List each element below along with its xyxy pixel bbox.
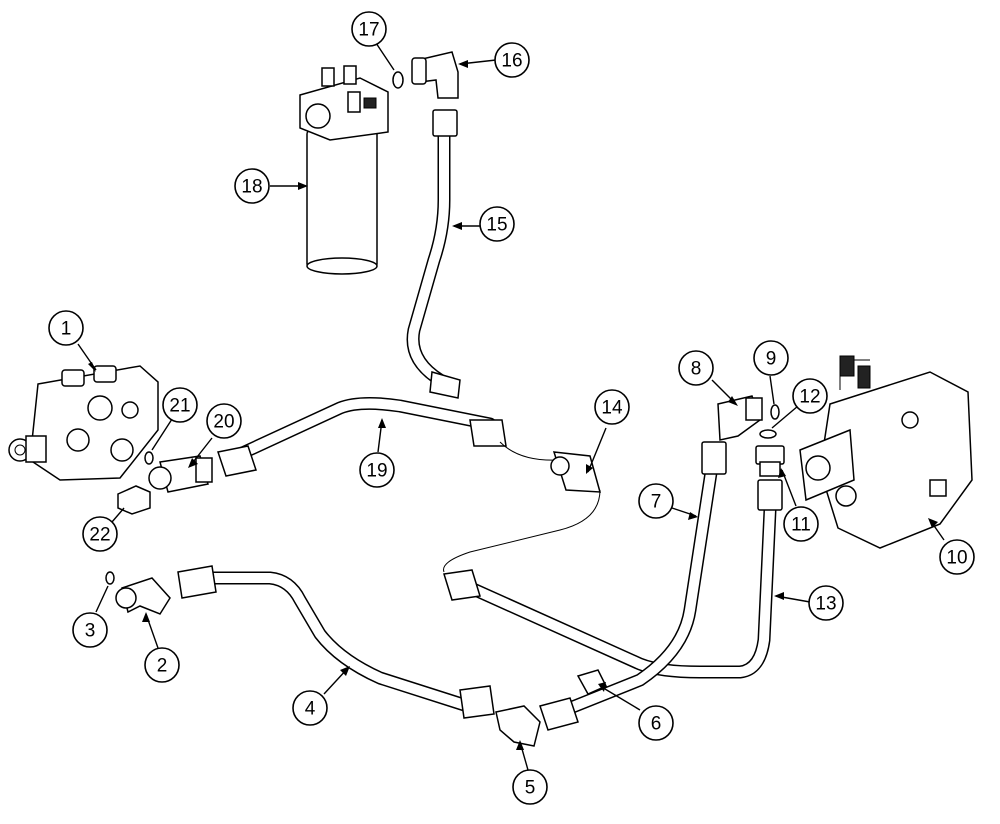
elbow-fitting-5 (495, 705, 541, 747)
svg-text:20: 20 (213, 412, 234, 433)
callout-15: 15 (479, 206, 515, 242)
svg-text:6: 6 (651, 714, 662, 735)
svg-text:3: 3 (85, 621, 96, 642)
callout-11: 11 (783, 506, 819, 542)
control-valve-1 (8, 365, 159, 481)
callout-21: 21 (162, 387, 198, 423)
o-ring-21 (144, 451, 154, 465)
svg-text:22: 22 (89, 525, 110, 546)
elbow-fitting-16 (411, 51, 459, 99)
callout-6: 6 (638, 705, 674, 741)
callout-13: 13 (808, 585, 844, 621)
callout-4: 4 (292, 690, 328, 726)
cap-22 (117, 485, 151, 515)
svg-text:16: 16 (501, 51, 522, 72)
callout-7: 7 (638, 483, 674, 519)
callout-2: 2 (144, 647, 180, 683)
tube-lower-long (443, 479, 783, 679)
tube-7 (539, 441, 727, 731)
callout-18: 18 (234, 168, 270, 204)
tube-4 (177, 565, 495, 719)
svg-text:19: 19 (366, 461, 387, 482)
svg-text:14: 14 (601, 398, 623, 419)
svg-text:5: 5 (525, 778, 536, 799)
ring-12 (759, 429, 777, 439)
callout-17: 17 (351, 11, 387, 47)
tube-19 (217, 396, 507, 477)
svg-text:8: 8 (691, 359, 702, 380)
callout-1: 1 (48, 310, 84, 346)
valve-block-10 (799, 355, 973, 549)
svg-text:12: 12 (799, 387, 820, 408)
callout-19: 19 (359, 452, 395, 488)
svg-text:18: 18 (241, 177, 262, 198)
elbow-fitting-2 (115, 577, 171, 615)
callout-3: 3 (72, 612, 108, 648)
callout-16: 16 (494, 42, 530, 78)
callout-10: 10 (939, 539, 975, 575)
hose-14 (443, 441, 602, 573)
svg-text:11: 11 (791, 515, 811, 536)
elbow-fitting-8 (717, 395, 763, 441)
svg-text:1: 1 (61, 319, 72, 340)
filter-assembly (299, 65, 389, 275)
tee-fitting-20 (148, 455, 213, 493)
callout-22: 22 (82, 516, 118, 552)
clamp-6 (576, 669, 608, 695)
leader-lines (77, 39, 945, 771)
svg-text:15: 15 (486, 215, 507, 236)
svg-text:13: 13 (815, 594, 836, 615)
o-ring-3 (105, 571, 115, 585)
svg-text:4: 4 (305, 699, 316, 720)
o-ring-17 (392, 71, 404, 89)
callout-20: 20 (206, 403, 242, 439)
callout-5: 5 (512, 769, 548, 805)
svg-text:9: 9 (766, 349, 777, 370)
svg-text:17: 17 (358, 20, 379, 41)
svg-text:21: 21 (169, 396, 190, 417)
callout-14: 14 (594, 389, 630, 425)
adapter-11 (755, 445, 785, 477)
tube-15 (406, 109, 461, 399)
svg-text:2: 2 (157, 656, 168, 677)
svg-text:10: 10 (946, 548, 967, 569)
callout-8: 8 (678, 350, 714, 386)
callout-9: 9 (753, 340, 789, 376)
o-ring-9 (770, 404, 780, 420)
svg-text:7: 7 (651, 492, 662, 513)
callout-12: 12 (792, 378, 828, 414)
